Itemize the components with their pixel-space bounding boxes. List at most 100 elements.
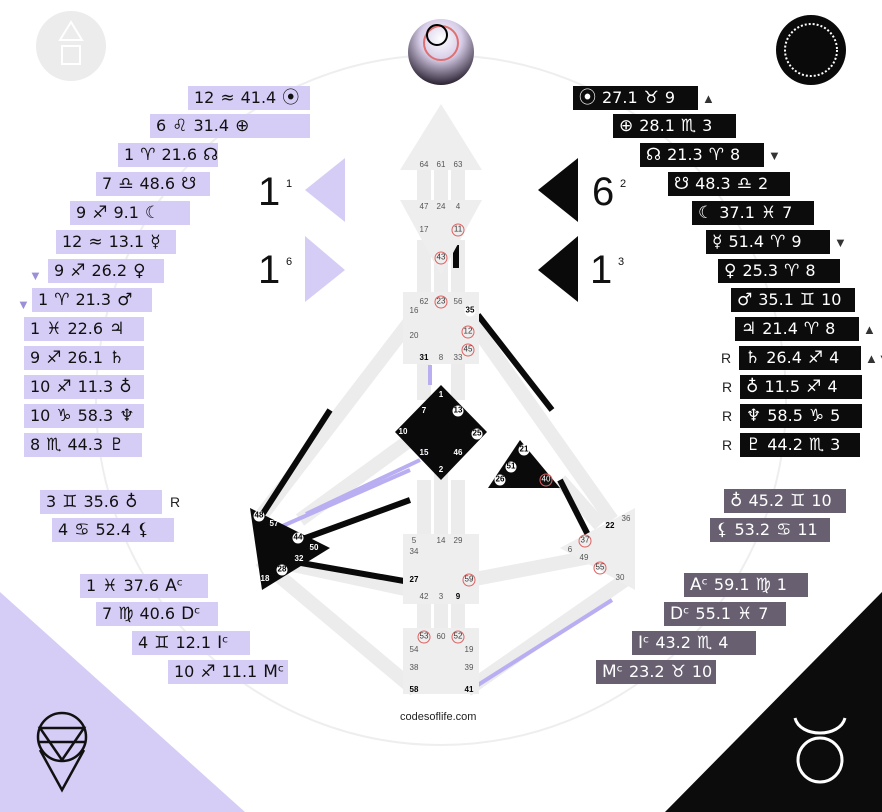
ajna-center [400,200,482,275]
design-planet-row[interactable]: 8♏44.3♇ [24,433,142,457]
mercury-icon: ☿ [712,232,723,252]
zodiac-sign-icon: ≈ [220,88,235,108]
gate-root: 53 [417,630,431,644]
personality-planet-row[interactable]: ♆58.5♑5 [740,404,862,428]
transit-sphere [408,19,474,85]
degree-value: 44.2 [767,435,803,454]
zodiac-sign-icon: ♑ [56,406,72,426]
gate-number: 8 [30,435,41,454]
design-planet-row[interactable]: 10♑58.3♆ [24,404,144,428]
midheaven-label: Mᶜ [263,662,285,682]
degree-value: 55.1 [695,604,732,623]
personality-planet-row[interactable]: ☋48.3♎2 [668,172,790,196]
zodiac-sign-icon: ♊ [62,492,78,512]
degree-value: 37.1 [719,203,755,222]
gate-ajna: 4 [455,202,461,211]
design-planet-row[interactable]: 7♎48.6☋ [96,172,210,196]
personality-planet-row[interactable]: ☾37.1♓7 [692,201,814,225]
retrograde-flag: R [721,350,732,366]
personality-planet-row[interactable]: ⊕28.1♏3 [613,114,736,138]
footer-site[interactable]: codesoflife.com [400,711,477,723]
degree-value: 48.3 [695,174,731,193]
gate-spleen: 32 [294,554,304,563]
variable-left-bottom: 1 [258,248,281,292]
mercury-icon: ☿ [150,232,161,252]
zodiac-sign-icon: ♈ [54,290,70,310]
gate-sacral: 5 [411,536,417,545]
gate-number: 12 [62,232,83,251]
zodiac-sign-icon: ♍ [755,575,771,595]
zodiac-sign-icon: ♐ [70,261,86,281]
degree-value: 25.3 [742,261,779,280]
gate-number: 10 [811,491,832,510]
personality-extra-row[interactable]: ⚸53.2♋11 [710,518,830,542]
degree-value: 21.3 [75,290,112,309]
personality-planet-row[interactable]: ♁11.5♐4 [740,375,862,399]
gate-throat: 33 [453,353,463,362]
personality-planet-row[interactable]: ♂35.1♊10 [731,288,855,312]
gate-number: 10 [174,662,195,681]
gate-g: 2 [438,465,444,474]
zodiac-sign-icon: ♏ [808,435,825,455]
gate-number: 8 [805,261,816,280]
personality-planet-row[interactable]: ☊21.3♈8 [640,143,764,167]
gate-ajna: 11 [451,223,465,237]
personality-planet-row[interactable]: ⦿27.1♉9 [573,86,698,110]
degree-value: 12.1 [175,633,212,652]
design-planet-row[interactable]: 12≈41.4⦿ [188,86,310,110]
personality-extra-row[interactable]: ♁45.2♊10 [724,489,846,513]
personality-planet-row[interactable]: ♄26.4♐4 [739,346,861,370]
personality-arrow-marker: ▼ [768,148,781,163]
degree-value: 21.3 [667,145,703,164]
gate-sacral: 29 [453,536,463,545]
design-planet-row[interactable]: 1♈21.6☊ [118,143,218,167]
lilith-icon: ⚸ [716,520,729,540]
personality-planet-row[interactable]: ☿51.4♈9 [706,230,830,254]
design-planet-row[interactable]: 9♐26.2♀ [48,259,164,283]
zodiac-sign-icon: ♎ [118,174,134,194]
personality-planet-row[interactable]: ♀25.3♈8 [718,259,840,283]
gate-esp: 49 [579,553,589,562]
variable-right-top-sup: 2 [620,178,627,190]
gate-throat: 23 [434,295,448,309]
design-planet-row[interactable]: 10♐11.3♁ [24,375,144,399]
personality-circle [776,15,846,85]
design-planet-row[interactable]: 9♐9.1☾ [70,201,190,225]
zodiac-sign-icon: ♌ [172,116,188,136]
variable-right-bottom-sup: 3 [618,256,625,268]
personality-planet-row[interactable]: ♇44.2♏3 [740,433,860,457]
design-planet-row[interactable]: 12≈13.1☿ [56,230,176,254]
head-center [400,104,482,170]
gate-number: 10 [821,290,842,309]
gate-number: 8 [825,319,836,338]
design-planet-row[interactable]: 9♐26.1♄ [24,346,144,370]
saturn-icon: ♄ [745,348,761,368]
retrograde-flag: R [170,494,181,510]
degree-value: 22.6 [67,319,104,338]
zodiac-sign-icon: ♍ [118,604,134,624]
degree-value: 45.2 [748,491,785,510]
design-planet-row[interactable]: 1♈21.3♂ [32,288,152,312]
jupiter-icon: ♃ [109,319,125,339]
gate-number: 9 [76,203,87,222]
imum-coeli-label: Iᶜ [638,633,650,653]
design-planet-row[interactable]: 6♌31.4⊕ [150,114,310,138]
degree-value: 11.5 [764,377,801,396]
design-extra-row[interactable]: 3♊35.6♁ [40,490,162,514]
arrow-personality-top [538,158,578,222]
gate-throat: 16 [409,306,419,315]
design-planet-row[interactable]: 1♓22.6♃ [24,317,144,341]
degree-value: 35.1 [758,290,794,309]
gate-number: 4 [827,377,838,396]
personality-planet-row[interactable]: ♃21.4♈8 [735,317,859,341]
degree-value: 13.1 [108,232,145,251]
design-extra-row[interactable]: 4♋52.4⚸ [52,518,174,542]
